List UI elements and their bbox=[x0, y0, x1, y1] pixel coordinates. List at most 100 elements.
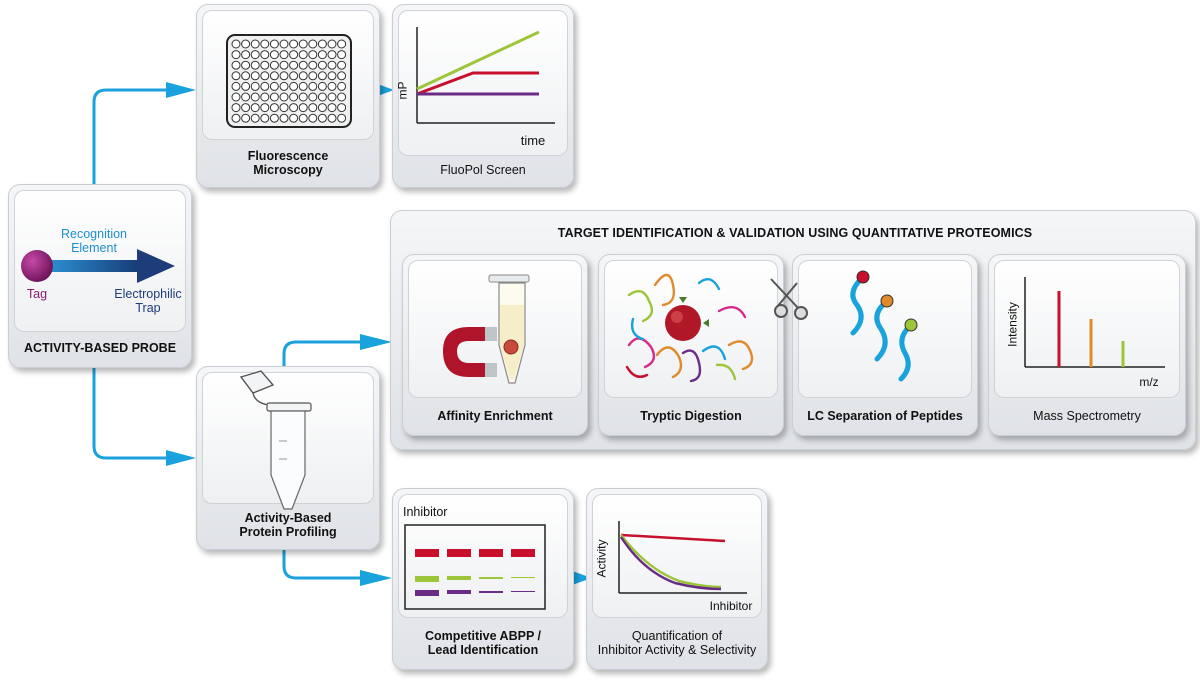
tag-circle bbox=[21, 250, 53, 282]
protein-digestion-icon bbox=[625, 273, 754, 383]
peptide-strand bbox=[697, 277, 721, 291]
plate-well bbox=[269, 103, 279, 113]
electrophilic-trap-arrowhead bbox=[137, 249, 175, 283]
quant-label-2: Inhibitor Activity & Selectivity bbox=[597, 643, 757, 657]
quant-series-green bbox=[620, 534, 722, 589]
recognition-element-bar bbox=[51, 260, 151, 272]
gel-band-red bbox=[415, 549, 439, 557]
plate-well bbox=[231, 92, 241, 102]
plate-well bbox=[317, 92, 327, 102]
arrowhead-proteomics bbox=[360, 334, 392, 350]
plate-well bbox=[231, 60, 241, 70]
plate-well bbox=[269, 113, 279, 123]
plate-well bbox=[279, 39, 289, 49]
fluopol-panel: mP time FluoPol Screen bbox=[392, 4, 574, 188]
plate-well bbox=[327, 92, 337, 102]
abpp-to-proteomics-line bbox=[282, 340, 362, 368]
microscopy-panel: Fluorescence Microscopy bbox=[196, 4, 380, 188]
plate-well bbox=[289, 50, 299, 60]
peptide-label-orange bbox=[880, 294, 894, 308]
peptide-strand bbox=[653, 273, 676, 307]
plate-well bbox=[250, 71, 260, 81]
plate-well bbox=[289, 71, 299, 81]
plate-frame bbox=[226, 34, 352, 128]
step-tryptic-digestion: Tryptic Digestion bbox=[598, 254, 784, 436]
ms-ylabel: Intensity bbox=[1005, 302, 1020, 347]
probe-to-microscopy-line bbox=[92, 88, 168, 186]
abpp-panel: Activity-Based Protein Profiling bbox=[196, 366, 380, 550]
affinity-label: Affinity Enrichment bbox=[437, 409, 553, 423]
plate-well bbox=[250, 39, 260, 49]
plate-well bbox=[317, 113, 327, 123]
tube-hinge bbox=[252, 392, 270, 406]
plate-well bbox=[241, 81, 251, 91]
plate-well bbox=[260, 92, 270, 102]
quant-series-red bbox=[620, 533, 726, 543]
plate-well bbox=[317, 71, 327, 81]
quant-panel: Activity Inhibitor Quantification of Inh… bbox=[586, 488, 768, 670]
plate-well bbox=[241, 92, 251, 102]
plate-well bbox=[337, 50, 347, 60]
plate-well bbox=[241, 103, 251, 113]
plate-well bbox=[308, 103, 318, 113]
fluopol-chart bbox=[416, 27, 555, 124]
gel-frame bbox=[404, 524, 546, 610]
plate-well bbox=[279, 60, 289, 70]
plate-well bbox=[337, 60, 347, 70]
fluopol-ylabel: mP bbox=[395, 81, 410, 100]
plate-well bbox=[289, 92, 299, 102]
recognition-label-1: Recognition bbox=[60, 227, 127, 241]
plate-well bbox=[337, 39, 347, 49]
plate-well bbox=[269, 50, 279, 60]
plate-well bbox=[269, 71, 279, 81]
plate-well bbox=[289, 39, 299, 49]
probe-title: ACTIVITY-BASED PROBE bbox=[23, 341, 177, 355]
plate-well bbox=[241, 113, 251, 123]
quant-xlabel: Inhibitor bbox=[709, 599, 753, 613]
plate-well bbox=[327, 50, 337, 60]
plate-well bbox=[231, 81, 241, 91]
plate-well bbox=[298, 39, 308, 49]
ms-spectrum-chart bbox=[1024, 277, 1165, 368]
plate-well bbox=[327, 103, 337, 113]
tube-icon bbox=[239, 370, 312, 510]
gel-band-purple bbox=[479, 591, 503, 593]
peptide-strand bbox=[625, 365, 649, 378]
fluopol-series-green bbox=[416, 30, 540, 91]
scissors-peptides-icon bbox=[770, 270, 918, 382]
magnet-tube-icon bbox=[443, 274, 530, 384]
quant-ylabel: Activity bbox=[594, 539, 609, 578]
plate-well bbox=[337, 103, 347, 113]
plate-well bbox=[231, 103, 241, 113]
plate-well bbox=[298, 50, 308, 60]
plate-well bbox=[298, 92, 308, 102]
microscopy-label-2: Microscopy bbox=[253, 163, 323, 177]
recognition-label-2: Element bbox=[71, 241, 117, 255]
arrowhead-microscopy bbox=[166, 82, 196, 98]
tube-rim bbox=[266, 402, 312, 412]
plate-well bbox=[269, 81, 279, 91]
fluopol-xlabel: time bbox=[520, 133, 546, 148]
protease-leaf bbox=[679, 297, 687, 303]
plate-well bbox=[327, 60, 337, 70]
gel-band-red bbox=[511, 549, 535, 557]
plate-well bbox=[298, 103, 308, 113]
plate-well bbox=[308, 50, 318, 60]
plate-well bbox=[298, 71, 308, 81]
plate-well bbox=[241, 60, 251, 70]
plate-well bbox=[317, 60, 327, 70]
plate-well bbox=[260, 103, 270, 113]
plate-well bbox=[279, 71, 289, 81]
peptide-label-red bbox=[856, 270, 870, 284]
gel-band-green bbox=[479, 577, 503, 579]
plate-well bbox=[231, 39, 241, 49]
plate-well bbox=[308, 113, 318, 123]
plate-well bbox=[250, 103, 260, 113]
plate-well bbox=[298, 113, 308, 123]
plate-well bbox=[308, 60, 318, 70]
microscopy-label-1: Fluorescence bbox=[247, 149, 329, 163]
plate-well bbox=[308, 81, 318, 91]
magnet bbox=[443, 327, 495, 377]
gel-band-purple bbox=[511, 591, 535, 592]
step-affinity-enrichment: Affinity Enrichment bbox=[402, 254, 588, 436]
